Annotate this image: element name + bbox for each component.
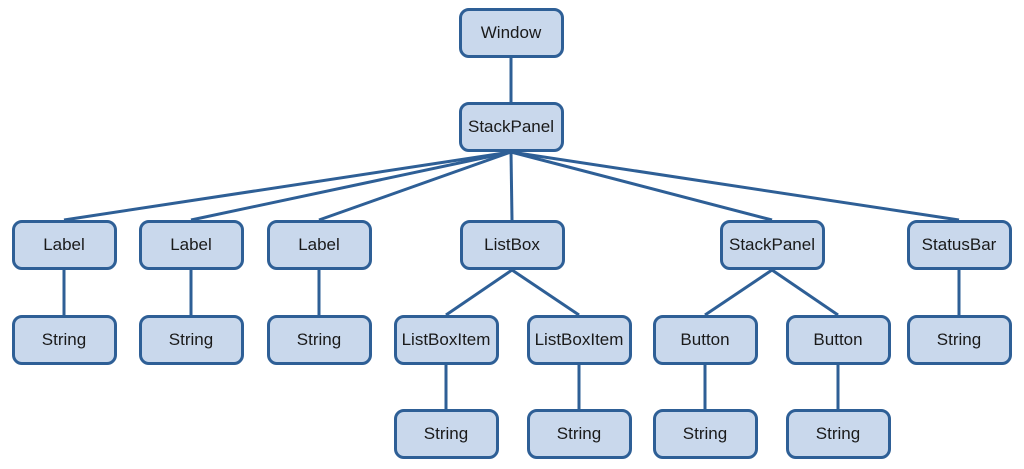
node-label: Label: [11, 220, 117, 270]
node-stack-panel: StackPanel: [458, 102, 564, 152]
node-list-box: ListBox: [459, 220, 565, 270]
node-label: Label: [266, 220, 372, 270]
edge-stack-panel-to-button: [771, 268, 839, 317]
node-label: Label: [138, 220, 244, 270]
node-window: Window: [458, 8, 564, 58]
node-string: String: [393, 409, 499, 459]
edge-stack-panel-to-status-bar: [510, 150, 960, 222]
edge-stack-panel-to-label: [63, 150, 512, 222]
node-string: String: [266, 315, 372, 365]
edge-stack-panel-to-list-box: [509, 151, 514, 221]
node-string: String: [138, 315, 244, 365]
node-button: Button: [785, 315, 891, 365]
node-string: String: [906, 315, 1012, 365]
edge-stack-panel-to-label: [318, 150, 512, 222]
edge-stack-panel-to-label: [190, 150, 512, 222]
node-list-box-item: ListBoxItem: [526, 315, 632, 365]
node-button: Button: [652, 315, 758, 365]
edge-stack-panel-to-stack-panel: [510, 150, 773, 222]
node-string: String: [652, 409, 758, 459]
edge-stack-panel-to-button: [704, 268, 773, 317]
node-list-box-item: ListBoxItem: [393, 315, 499, 365]
edge-list-box-to-list-box-item: [445, 268, 513, 317]
node-string: String: [526, 409, 632, 459]
node-status-bar: StatusBar: [906, 220, 1012, 270]
node-stack-panel: StackPanel: [719, 220, 825, 270]
node-string: String: [785, 409, 891, 459]
edge-list-box-to-list-box-item: [511, 268, 580, 317]
node-string: String: [11, 315, 117, 365]
